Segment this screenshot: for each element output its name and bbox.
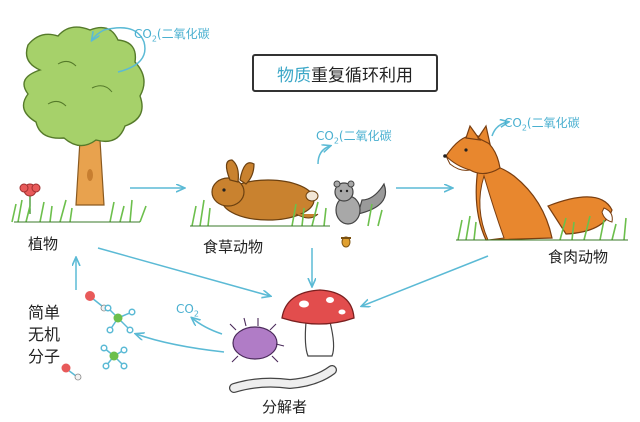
mushroom-decomposer bbox=[281, 289, 355, 357]
arrow-co2-carnivore bbox=[491, 122, 508, 137]
flower bbox=[19, 183, 41, 214]
molecule-label-line-1: 简单 bbox=[28, 303, 61, 322]
arrow-co2-decomposer bbox=[192, 318, 223, 335]
molecule-3 bbox=[100, 344, 128, 370]
title-highlight: 物质 bbox=[277, 65, 311, 86]
rabbit-herbivore bbox=[211, 159, 319, 221]
label-molecules: 简单 无机 分子 bbox=[28, 302, 60, 368]
arrow-co2-herbivore bbox=[317, 146, 330, 165]
bug-decomposer bbox=[229, 317, 285, 363]
grass-herbivore bbox=[190, 199, 383, 227]
label-plant: 植物 bbox=[28, 235, 59, 253]
molecule-2 bbox=[104, 304, 136, 334]
label-carnivore: 食肉动物 bbox=[548, 248, 609, 266]
molecule-label-line-3: 分子 bbox=[28, 347, 61, 366]
arrow-carnivore-to-decomposer bbox=[362, 255, 489, 306]
co2-label-decomposer: CO2 bbox=[176, 302, 199, 319]
co2-label-carnivore: CO2(二氧化碳 bbox=[504, 116, 580, 133]
arrow-decomposer-to-molecules bbox=[136, 334, 225, 353]
fox-carnivore bbox=[443, 124, 613, 241]
arrow-plant-to-decomposer bbox=[97, 247, 270, 296]
grass-carnivore bbox=[456, 215, 628, 241]
diagram-title: 物质重复循环利用 bbox=[252, 54, 438, 92]
acorn bbox=[341, 236, 351, 248]
arrow-co2-tree bbox=[92, 27, 146, 73]
title-rest: 重复循环利用 bbox=[311, 65, 413, 86]
label-decomposer: 分解者 bbox=[262, 398, 308, 416]
tree-plant bbox=[22, 26, 145, 206]
molecule-1 bbox=[85, 291, 108, 312]
grass-plant bbox=[11, 199, 147, 223]
squirrel bbox=[333, 180, 386, 225]
molecule-group bbox=[61, 291, 136, 381]
co2-label-herbivore: CO2(二氧化碳 bbox=[316, 129, 392, 146]
label-herbivore: 食草动物 bbox=[203, 238, 264, 256]
arrows bbox=[76, 27, 508, 353]
co2-label-tree: CO2(二氧化碳 bbox=[134, 27, 210, 44]
molecule-label-line-2: 无机 bbox=[28, 325, 61, 344]
molecule-4 bbox=[61, 363, 82, 381]
worm-decomposer bbox=[229, 365, 337, 393]
